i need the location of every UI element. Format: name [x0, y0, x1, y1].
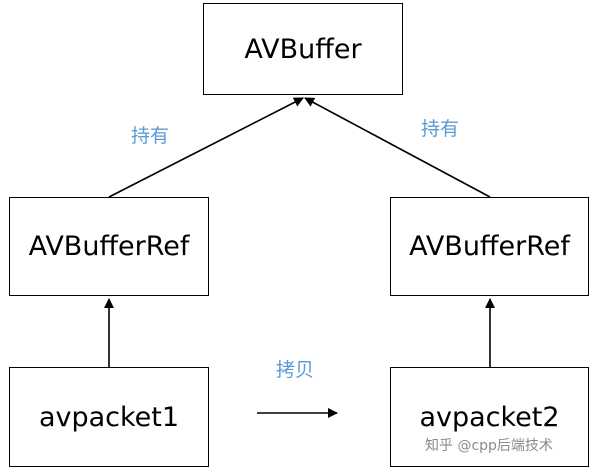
avbufferref-right-box: AVBufferRef: [390, 197, 589, 296]
avbufferref-left-label: AVBufferRef: [28, 231, 190, 262]
avpacket2-label: avpacket2: [419, 401, 560, 433]
avbuffer-label: AVBuffer: [244, 33, 362, 65]
copy-label: 拷贝: [276, 359, 315, 381]
avbufferref-right-label: AVBufferRef: [409, 231, 570, 262]
hold-label-left: 持有: [131, 125, 170, 147]
avpacket2-box: avpacket2: [390, 367, 589, 467]
arrow-ref-left-to-avbuffer: [108, 97, 304, 198]
avbuffer-box: AVBuffer: [203, 3, 403, 95]
watermark: 知乎 @cpp后端技术: [425, 438, 553, 454]
avpacket1-label: avpacket1: [38, 401, 180, 433]
avbufferref-left-box: AVBufferRef: [9, 197, 209, 296]
hold-label-right: 持有: [421, 118, 460, 140]
avpacket1-box: avpacket1: [9, 367, 209, 467]
arrow-ref-right-to-avbuffer: [304, 97, 491, 198]
